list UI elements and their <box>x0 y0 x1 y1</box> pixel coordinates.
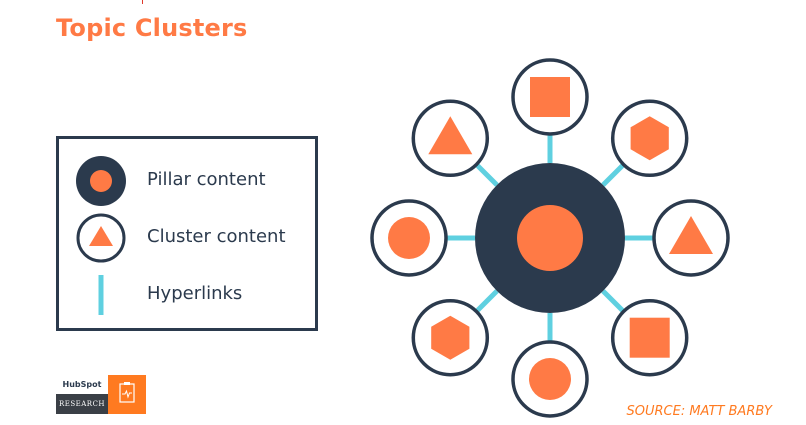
pillar-circle-icon <box>76 156 126 206</box>
cluster-node-hexagon <box>610 99 689 178</box>
pillar-node <box>475 163 625 313</box>
source-credit: SOURCE: MATT BARBY <box>626 404 773 419</box>
red-tick-mark <box>142 0 143 4</box>
cluster-node-triangle <box>652 199 730 277</box>
pillar-inner-circle <box>517 205 583 271</box>
logo-clipboard-icon <box>108 375 146 414</box>
cluster-node-triangle <box>411 99 490 178</box>
legend-box: Pillar content Cluster content Hyperlink… <box>56 136 318 331</box>
topic-cluster-diagram <box>370 58 730 418</box>
cluster-node-circle <box>511 340 589 418</box>
cluster-node-hexagon <box>411 298 490 377</box>
legend-row-pillar: Pillar content <box>59 155 315 211</box>
cluster-node-square <box>610 298 689 377</box>
logo-brand-top: HubSpot <box>62 380 102 389</box>
legend-row-hyperlinks: Hyperlinks <box>59 269 315 325</box>
hyperlink-line-icon <box>98 275 104 315</box>
legend-label-pillar: Pillar content <box>147 169 266 190</box>
cluster-nodes <box>370 58 730 418</box>
legend-label-hyperlinks: Hyperlinks <box>147 283 243 304</box>
cluster-node-circle <box>370 199 448 277</box>
hubspot-research-logo: HubSpot RESEARCH <box>56 375 146 414</box>
hyperlink-line <box>474 162 499 187</box>
cluster-triangle-icon <box>76 213 126 263</box>
legend-label-cluster: Cluster content <box>147 226 286 247</box>
cluster-node-square <box>511 58 589 136</box>
page-title: Topic Clusters <box>56 14 248 42</box>
logo-brand-bottom: RESEARCH <box>56 394 108 414</box>
hyperlink-line <box>474 289 499 314</box>
hyperlink-line <box>601 289 626 314</box>
hyperlink-lines <box>446 134 654 342</box>
hyperlink-line <box>601 162 626 187</box>
legend-row-cluster: Cluster content <box>59 212 315 268</box>
